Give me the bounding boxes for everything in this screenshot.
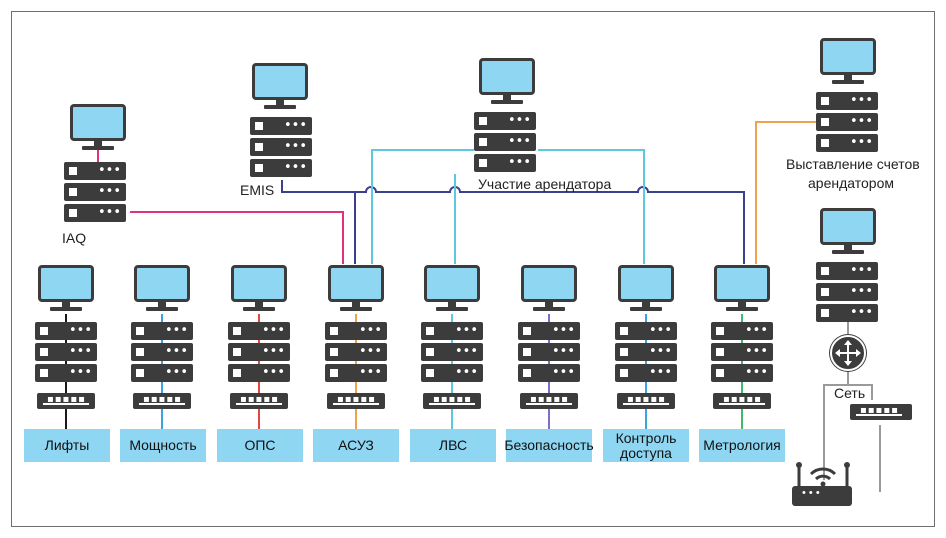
subsystem-label-text: Лифты bbox=[44, 437, 90, 453]
server-icon: ••••••••• bbox=[518, 322, 580, 386]
wifi-signal-icon bbox=[796, 462, 850, 488]
billing-link bbox=[755, 121, 816, 264]
iaq-label: IAQ bbox=[62, 230, 87, 246]
subsystem-label: Лифты bbox=[24, 429, 110, 462]
subsystem-label: Безопасность bbox=[504, 429, 594, 462]
subsystem-label: ОПС bbox=[217, 429, 303, 462]
tenant-monitor-icon bbox=[479, 58, 535, 104]
switch-icon: ▪▪▪▪▪ bbox=[133, 393, 191, 409]
monitor-icon bbox=[134, 265, 190, 311]
diagram-frame bbox=[11, 11, 935, 527]
monitor-icon bbox=[618, 265, 674, 311]
tenant-link bbox=[371, 149, 474, 264]
server-icon: ••••••••• bbox=[325, 322, 387, 386]
monitor-icon bbox=[424, 265, 480, 311]
emis-server-icon: ••• ••• ••• bbox=[250, 117, 312, 181]
wifi-router-icon: • • • bbox=[792, 486, 852, 506]
monitor-icon bbox=[38, 265, 94, 311]
subsystem-label-text: АСУЗ bbox=[338, 437, 374, 453]
emis-label: EMIS bbox=[240, 182, 275, 198]
subsystem-label-text: ОПС bbox=[244, 437, 276, 453]
iaq-monitor-icon bbox=[70, 104, 126, 150]
switch-icon: ▪▪▪▪▪ bbox=[617, 393, 675, 409]
billing-label-line1: Выставление счетов bbox=[786, 156, 920, 172]
server-icon: ••••••••• bbox=[615, 322, 677, 386]
subsystem-label-text: Мощность bbox=[129, 437, 197, 453]
tenant-label: Участие арендатора bbox=[478, 176, 612, 192]
tenant-server-icon: ••• ••• ••• bbox=[474, 112, 536, 176]
subsystem-label: АСУЗ bbox=[313, 429, 399, 462]
billing-server-icon: ••• ••• ••• bbox=[816, 92, 878, 156]
subsystem-label: Метрология bbox=[699, 429, 785, 462]
switch-icon: ▪▪▪▪▪ bbox=[327, 393, 385, 409]
switch-icon: ▪▪▪▪▪ bbox=[37, 393, 95, 409]
subsystem-label: Мощность bbox=[120, 429, 206, 462]
emis-monitor-icon bbox=[252, 63, 308, 109]
monitor-icon bbox=[714, 265, 770, 311]
server-icon: ••••••••• bbox=[35, 322, 97, 386]
server-icon: ••••••••• bbox=[421, 322, 483, 386]
subsystem-label-text: Метрология bbox=[703, 437, 781, 453]
network-link bbox=[823, 372, 881, 492]
billing-monitor-icon bbox=[820, 38, 876, 84]
switch-icon: ▪▪▪▪▪ bbox=[713, 393, 771, 409]
switch-icon: ▪▪▪▪▪ bbox=[423, 393, 481, 409]
network-router-icon bbox=[829, 334, 867, 372]
subsystem-label-text: Безопасность bbox=[504, 437, 594, 453]
monitor-icon bbox=[328, 265, 384, 311]
network-monitor-icon bbox=[820, 208, 876, 254]
network-label: Сеть bbox=[834, 385, 866, 401]
network-switch-icon: ▪▪▪▪▪ bbox=[850, 404, 912, 420]
server-icon: ••••••••• bbox=[228, 322, 290, 386]
network-server-icon: ••• ••• ••• bbox=[816, 262, 878, 326]
tenant-link-right bbox=[538, 149, 645, 264]
iaq-server-icon: ••• ••• ••• bbox=[64, 162, 126, 226]
switch-icon: ▪▪▪▪▪ bbox=[520, 393, 578, 409]
emis-link bbox=[281, 180, 745, 264]
iaq-link bbox=[130, 211, 344, 264]
monitor-icon bbox=[521, 265, 577, 311]
switch-icon: ▪▪▪▪▪ bbox=[230, 393, 288, 409]
monitor-icon bbox=[231, 265, 287, 311]
billing-label-line2: арендатором bbox=[808, 175, 894, 191]
server-icon: ••••••••• bbox=[131, 322, 193, 386]
server-icon: ••••••••• bbox=[711, 322, 773, 386]
subsystem-label-text: ЛВС bbox=[438, 437, 468, 453]
subsystem-label: ЛВС bbox=[410, 429, 496, 462]
